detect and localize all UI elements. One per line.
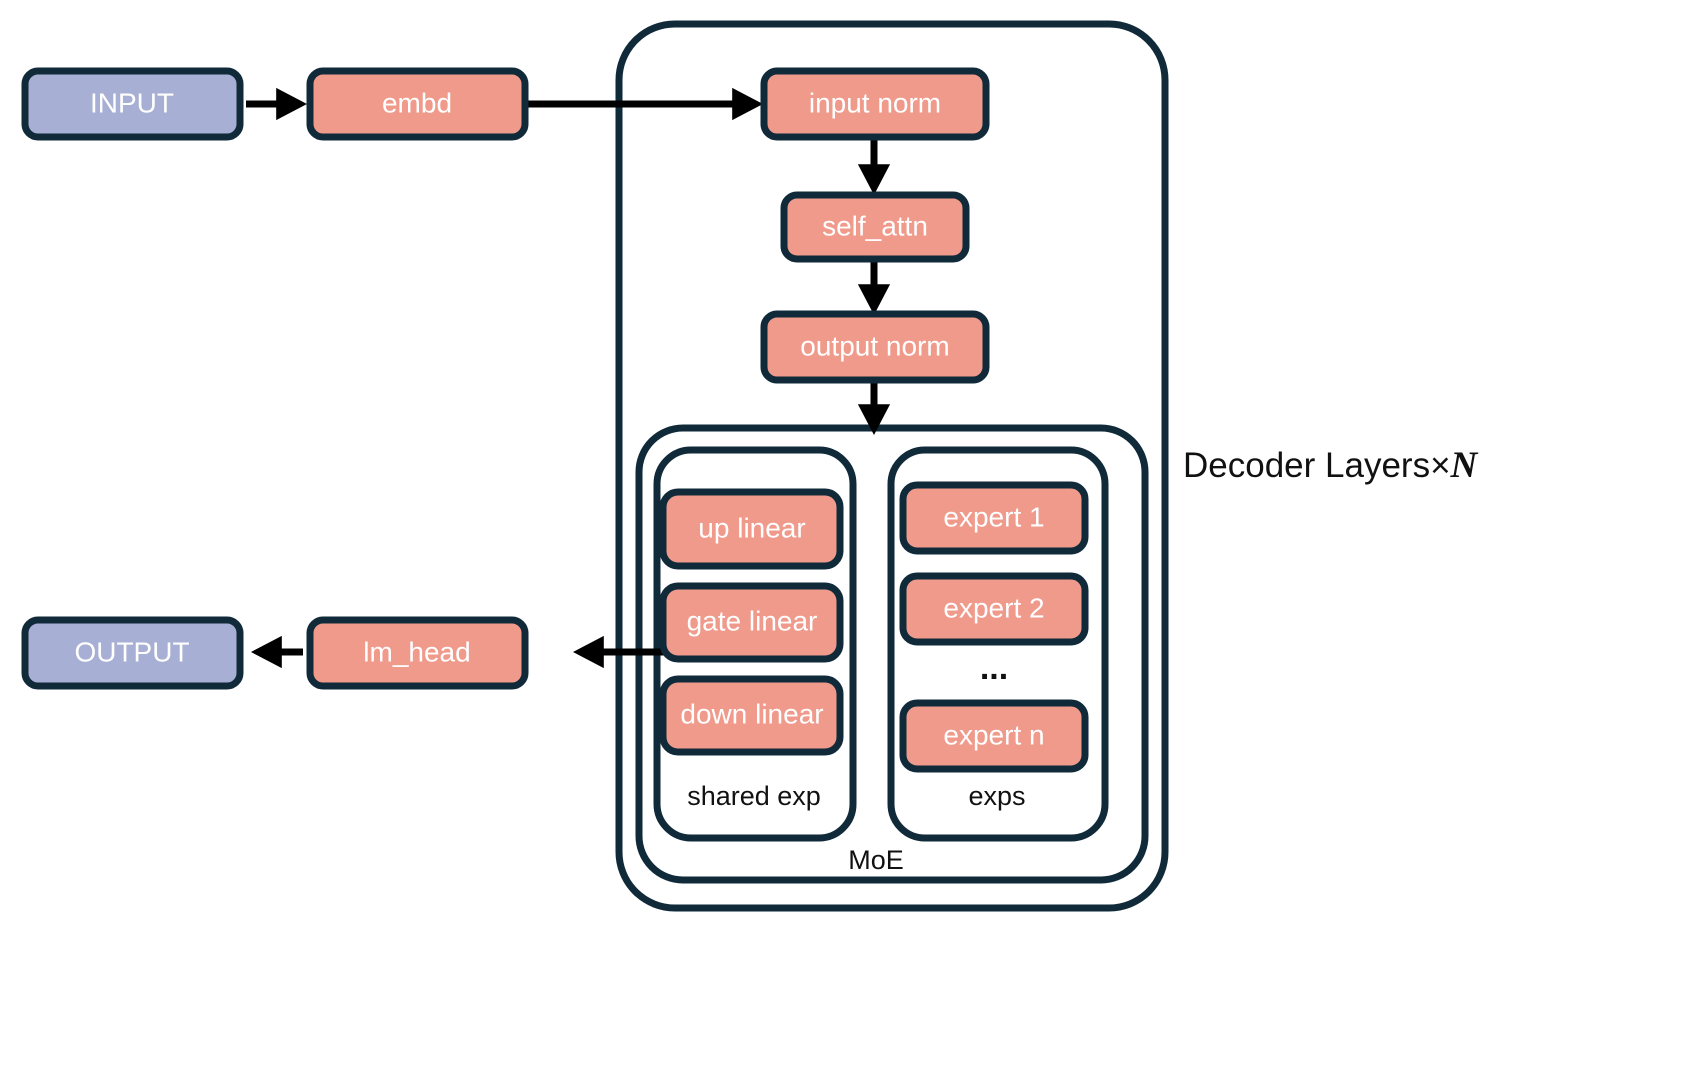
decoder-layers-caption-count: N xyxy=(1450,445,1478,486)
exps-label: exps xyxy=(968,781,1025,811)
node-output-label: OUTPUT xyxy=(74,636,189,667)
node-lm-head[interactable]: lm_head xyxy=(306,616,529,690)
node-expert-1-label: expert 1 xyxy=(943,501,1044,532)
node-self-attn-label: self_attn xyxy=(822,210,928,241)
node-expert-n-label: expert n xyxy=(943,719,1044,750)
node-gate-linear-label: gate linear xyxy=(687,605,818,636)
node-down-linear-label: down linear xyxy=(680,698,823,729)
node-up-linear-label: up linear xyxy=(698,512,805,543)
node-embd[interactable]: embd xyxy=(306,67,529,141)
node-gate-linear[interactable]: gate linear xyxy=(659,582,844,663)
node-down-linear[interactable]: down linear xyxy=(659,675,844,756)
node-output[interactable]: OUTPUT xyxy=(21,616,244,690)
node-input-label: INPUT xyxy=(90,87,174,118)
node-self-attn[interactable]: self_attn xyxy=(780,191,970,263)
node-output-norm[interactable]: output norm xyxy=(760,310,990,384)
shared-exp-group xyxy=(653,446,857,842)
node-expert-1[interactable]: expert 1 xyxy=(899,481,1089,555)
node-up-linear[interactable]: up linear xyxy=(659,488,844,570)
node-input-norm[interactable]: input norm xyxy=(760,67,990,141)
node-input[interactable]: INPUT xyxy=(21,67,244,141)
moe-label: MoE xyxy=(848,845,904,875)
shared-exp-label: shared exp xyxy=(687,781,821,811)
decoder-layers-caption-prefix: Decoder Layers× xyxy=(1183,446,1451,485)
node-expert-2-label: expert 2 xyxy=(943,592,1044,623)
node-output-norm-label: output norm xyxy=(800,330,949,361)
node-embd-label: embd xyxy=(382,87,452,118)
node-input-norm-label: input norm xyxy=(809,87,941,118)
node-expert-2[interactable]: expert 2 xyxy=(899,572,1089,646)
decoder-layers-container xyxy=(615,20,1169,912)
decoder-layers-caption: Decoder Layers×N xyxy=(1183,447,1477,484)
node-lm-head-label: lm_head xyxy=(363,636,470,667)
exps-group xyxy=(887,446,1109,842)
node-expert-n[interactable]: expert n xyxy=(899,699,1089,773)
expert-ellipsis-label: ... xyxy=(980,649,1008,687)
